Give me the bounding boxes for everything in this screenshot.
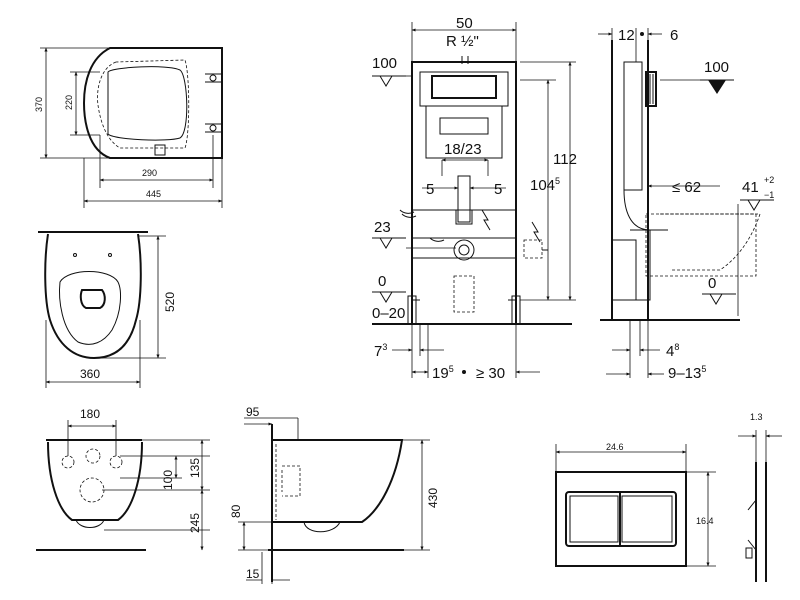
bowl-side-outline bbox=[272, 439, 404, 523]
drain-pipe-side bbox=[611, 239, 637, 301]
dim-24-6: 24.6 bbox=[606, 442, 624, 452]
seat-top-view: 370 220 290 445 bbox=[34, 47, 223, 208]
dim-370: 370 bbox=[34, 97, 44, 112]
dim-95: 95 bbox=[246, 405, 260, 419]
dim-0-20: 0–20 bbox=[372, 305, 405, 322]
dim-50: 50 bbox=[456, 15, 473, 32]
dim-104: 1045 bbox=[530, 176, 560, 194]
hinge-right-icon bbox=[209, 124, 217, 132]
level-23: 23 bbox=[374, 219, 391, 236]
actuator-side bbox=[645, 71, 657, 107]
electric-outlet-icon bbox=[531, 221, 541, 243]
dim-12: 12 bbox=[618, 27, 635, 44]
cistern-top bbox=[419, 71, 509, 107]
bowl-plan-view: 520 360 bbox=[38, 231, 177, 388]
flush-plate-side: 1.3 bbox=[738, 412, 782, 582]
dim-80: 80 bbox=[229, 504, 243, 518]
drain-outlet bbox=[79, 289, 106, 309]
dim-290: 290 bbox=[142, 168, 157, 178]
dim-220: 220 bbox=[64, 95, 74, 110]
level-100: 100 bbox=[704, 59, 729, 76]
plate-side-outline bbox=[755, 462, 767, 582]
seat-opening bbox=[107, 66, 188, 141]
dim-5-right: 5 bbox=[494, 181, 502, 198]
dim-4: 48 bbox=[666, 342, 679, 360]
dim-112: 112 bbox=[553, 151, 577, 168]
cistern-body bbox=[425, 105, 503, 159]
dim-30: ≥ 30 bbox=[476, 365, 505, 382]
dim-9-13: 9–135 bbox=[668, 364, 706, 382]
small-flush-button[interactable] bbox=[569, 495, 619, 543]
flush-pipe bbox=[457, 175, 471, 223]
bowl-inner bbox=[59, 271, 121, 345]
dim-445: 445 bbox=[146, 189, 161, 199]
electric-icon bbox=[481, 209, 491, 231]
frame-side-view: 12 6 100 ≤ 62 41 +2 −1 0 48 9–135 bbox=[598, 27, 774, 382]
fixing-hole-right-icon bbox=[109, 455, 123, 469]
level-100: 100 bbox=[372, 55, 397, 72]
water-inlet-icon bbox=[85, 448, 101, 464]
dim-6: 6 bbox=[670, 27, 678, 44]
dim-16-4: 16.4 bbox=[696, 516, 714, 526]
dim-62: ≤ 62 bbox=[672, 179, 701, 196]
dim-41-tol-plus: +2 bbox=[764, 175, 774, 185]
frame-front-view: 50 R ½" 100 18/23 5 5 23 0 0–20 112 1045 bbox=[372, 15, 577, 382]
flush-plate-front: 24.6 16.4 bbox=[555, 442, 716, 567]
dim-41: 41 bbox=[742, 179, 759, 196]
seat-outline bbox=[82, 47, 223, 159]
level-0: 0 bbox=[708, 275, 716, 292]
dim-135: 135 bbox=[188, 458, 202, 478]
bowl-front-outline bbox=[47, 441, 143, 521]
drain-icon bbox=[79, 477, 105, 503]
frame-side-outline bbox=[611, 40, 649, 320]
thread-label: R ½" bbox=[446, 33, 479, 50]
level-0: 0 bbox=[378, 273, 386, 290]
dim-41-tol-minus: −1 bbox=[764, 190, 774, 200]
dim-7: 73 bbox=[374, 342, 387, 360]
bowl-ghost bbox=[645, 213, 757, 277]
dim-180: 180 bbox=[80, 407, 100, 421]
fixing-hole-left-icon bbox=[61, 455, 75, 469]
bowl-side-view: 95 430 80 15 bbox=[229, 405, 440, 584]
dim-430: 430 bbox=[426, 488, 440, 508]
dim-19: 195 bbox=[432, 364, 454, 382]
bowl-front-view: 180 135 100 245 bbox=[36, 407, 210, 551]
dim-5-left: 5 bbox=[426, 181, 434, 198]
large-flush-button[interactable] bbox=[621, 495, 673, 543]
dim-245: 245 bbox=[188, 513, 202, 533]
cistern-side bbox=[623, 61, 643, 191]
dim-100: 100 bbox=[161, 470, 175, 490]
dim-15: 15 bbox=[246, 567, 260, 581]
dim-1-3: 1.3 bbox=[750, 412, 763, 422]
plate-outline bbox=[555, 471, 687, 567]
drain-connector-icon bbox=[453, 239, 475, 261]
dim-18-23: 18/23 bbox=[444, 141, 482, 158]
water-supply-icon bbox=[399, 209, 417, 218]
seat-inner bbox=[97, 59, 190, 149]
dim-360: 360 bbox=[80, 367, 100, 381]
hinge-left-icon bbox=[209, 74, 217, 82]
dim-520: 520 bbox=[163, 292, 177, 312]
cistern-box bbox=[431, 75, 497, 99]
